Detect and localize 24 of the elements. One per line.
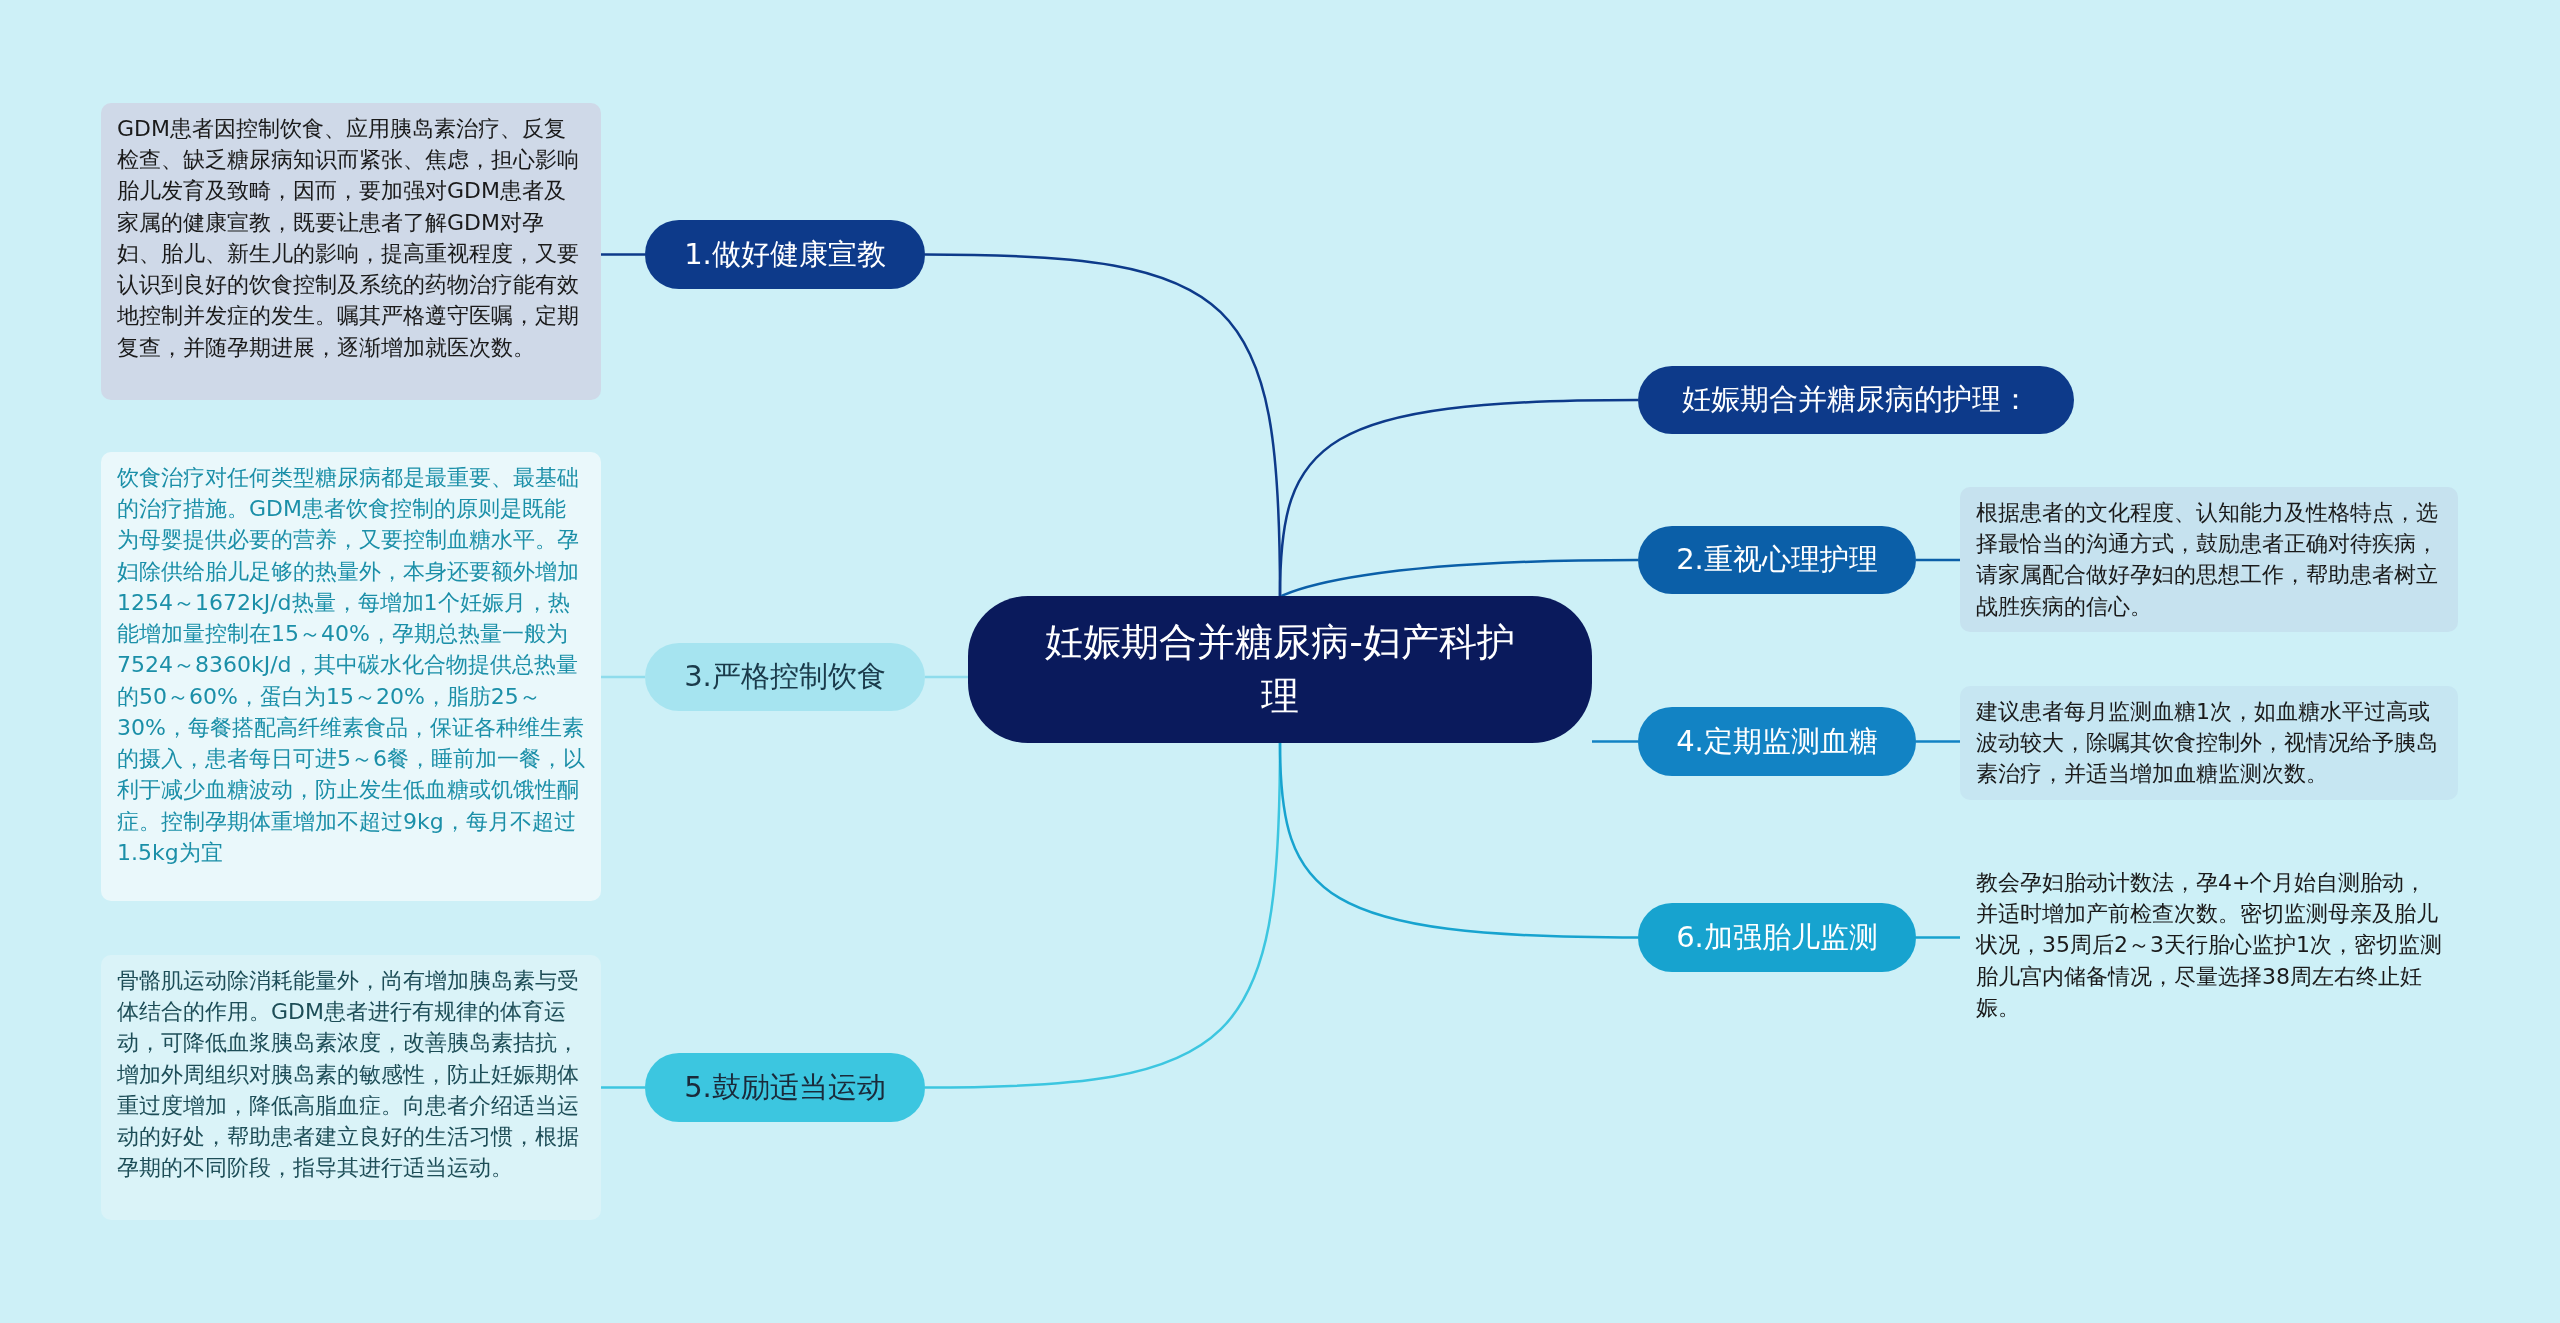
note-box: 饮食治疗对任何类型糖尿病都是最重要、最基础的治疗措施。GDM患者饮食控制的原则是既能为母婴提供必要的营养，又要控制血糖水平。孕妇除供给胎儿足够的热量外，本身还要额外增加1254～1672kJ/d热量，每增加1个妊娠月，热能增加量控制在15～40%，孕期总热量一般为7524～8360kJ/d，其中碳水化合物提供总热量的50～60%，蛋白为15～20%，脂肪25～30%，每餐搭配高纤维素食品，保证各种维生素的摄入，患者每日可进5～6餐，睡前加一餐，以利于减少血糖波动，防止发生低血糖或饥饿性酮症。控制孕期体重增加不超过9kg，每月不超过1.5kg为宜 xyxy=(101,452,601,901)
note-box: GDM患者因控制饮食、应用胰岛素治疗、反复检查、缺乏糖尿病知识而紧张、焦虑，担心影响胎儿发育及致畸，因而，要加强对GDM患者及家属的健康宣教，既要让患者了解GDM对孕妇、胎儿、新生儿的影响，提高重视程度，又要认识到良好的饮食控制及系统的药物治疗能有效地控制并发症的发生。嘱其严格遵守医嘱，定期复查，并随孕期进展，逐渐增加就医次数。 xyxy=(101,103,601,400)
connector-line xyxy=(601,253,645,256)
connector-line xyxy=(1278,742,1638,939)
topic-box: 5.鼓励适当运动 xyxy=(645,1053,925,1122)
note-box: 建议患者每月监测血糖1次，如血糖水平过高或波动较大，除嘱其饮食控制外，视情况给予胰岛素治疗，并适当增加血糖监测次数。 xyxy=(1960,686,2458,800)
topic-box: 4.定期监测血糖 xyxy=(1638,707,1916,776)
note-box: 根据患者的文化程度、认知能力及性格特点，选择最恰当的沟通方式，鼓励患者正确对待疾病，请家属配合做好孕妇的思想工作，帮助患者树立战胜疾病的信心。 xyxy=(1960,487,2458,632)
connector-line xyxy=(1916,740,1960,743)
connector-line xyxy=(601,1086,645,1089)
topic-box: 1.做好健康宣教 xyxy=(645,220,925,289)
connector-line xyxy=(601,675,645,679)
connector-line xyxy=(1592,740,1638,743)
connector-line xyxy=(1916,558,1960,562)
connector-line xyxy=(1916,936,1960,939)
note-box: 骨骼肌运动除消耗能量外，尚有增加胰岛素与受体结合的作用。GDM患者进行有规律的体育运动，可降低血浆胰岛素浓度，改善胰岛素拮抗，增加外周组织对胰岛素的敏感性，防止妊娠期体重过度增加，降低高脂血症。向患者介绍适当运动的好处，帮助患者建立良好的生活习惯，根据孕期的不同阶段，指导其进行适当运动。 xyxy=(101,955,601,1220)
connector-line xyxy=(1279,558,1638,598)
central-topic: 妊娠期合并糖尿病-妇产科护理 xyxy=(968,596,1592,743)
topic-box: 2.重视心理护理 xyxy=(1638,526,1916,594)
topic-box: 3.严格控制饮食 xyxy=(645,643,925,711)
connector-line xyxy=(925,253,1282,596)
topic-box: 6.加强胎儿监测 xyxy=(1638,903,1916,972)
connector-line xyxy=(925,675,968,679)
topic-box: 妊娠期合并糖尿病的护理： xyxy=(1638,366,2074,434)
